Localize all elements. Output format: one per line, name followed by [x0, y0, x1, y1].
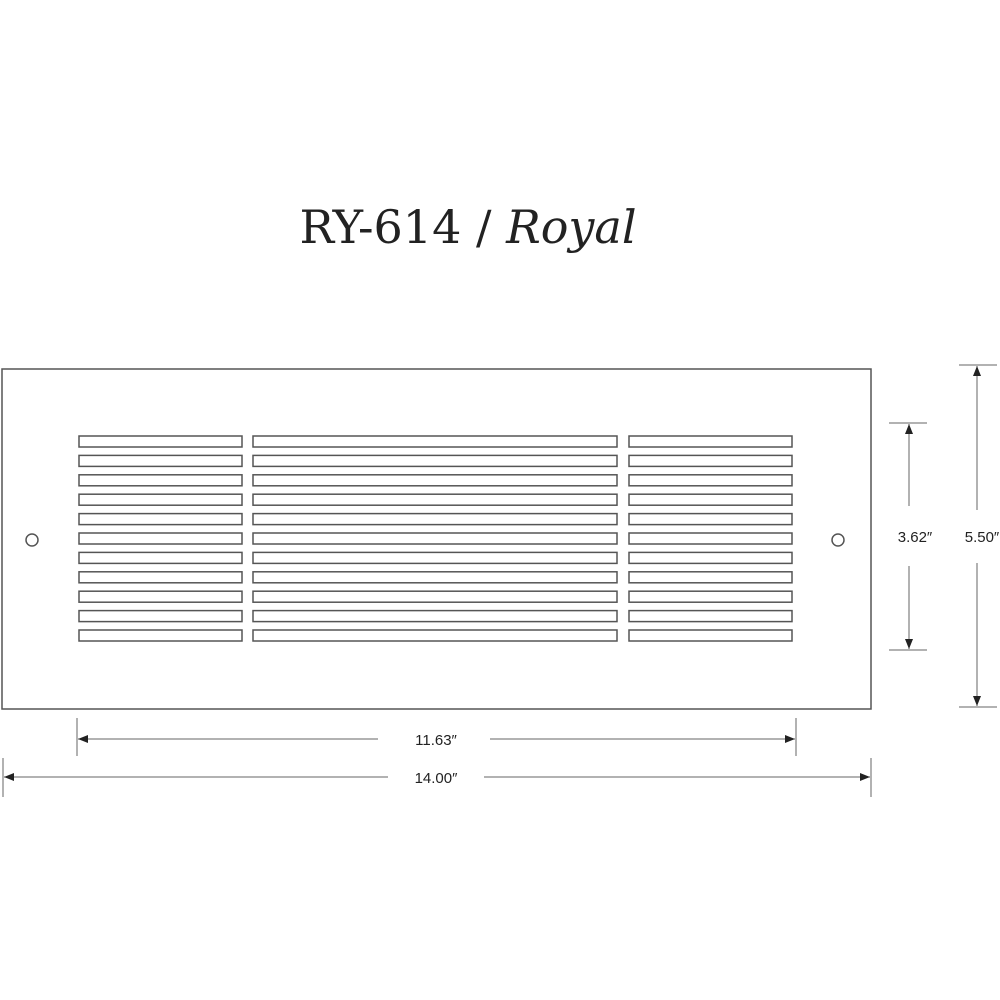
louver-slot: [252, 454, 618, 468]
louver-slot: [628, 571, 793, 584]
louver-width-label: 11.63″: [415, 732, 457, 749]
louver-slot: [78, 493, 243, 506]
louver-slot: [252, 493, 618, 506]
louver-slot: [252, 551, 618, 565]
louver-slot: [628, 532, 793, 545]
louver-slot: [252, 435, 618, 448]
louver-slot: [252, 590, 618, 603]
louver-slot: [628, 590, 793, 603]
louver-height-label: 3.62″: [898, 529, 933, 546]
louver-slot: [78, 629, 243, 642]
louver-slot: [628, 609, 793, 623]
louver-slot: [628, 454, 793, 468]
diagram-title: RY-614 / Royal: [299, 200, 636, 254]
louver-slot: [628, 493, 793, 506]
louver-slot: [78, 512, 243, 526]
screw-hole-right: [831, 533, 845, 547]
louver-slot: [78, 435, 243, 448]
louver-slot: [628, 512, 793, 526]
grille-faceplate: [1, 368, 872, 710]
louver-slot: [252, 609, 618, 623]
louver-slot: [78, 454, 243, 468]
louver-slot: [628, 474, 793, 487]
louver-slot: [78, 551, 243, 565]
louver-slot: [78, 590, 243, 603]
louver-slot: [252, 474, 618, 487]
overall-width-label: 14.00″: [415, 770, 459, 787]
louver-slot: [252, 532, 618, 545]
louver-slot: [78, 532, 243, 545]
louver-slot: [78, 609, 243, 623]
louver-slot: [78, 474, 243, 487]
overall-height-label: 5.50″: [965, 529, 1000, 546]
louver-slot: [628, 629, 793, 642]
louver-slot: [252, 629, 618, 642]
louver-slot: [252, 512, 618, 526]
screw-hole-left: [25, 533, 39, 547]
louver-slot: [628, 435, 793, 448]
louver-slot: [252, 571, 618, 584]
louver-slots: [78, 435, 793, 642]
louver-slot: [628, 551, 793, 565]
louver-slot: [78, 571, 243, 584]
